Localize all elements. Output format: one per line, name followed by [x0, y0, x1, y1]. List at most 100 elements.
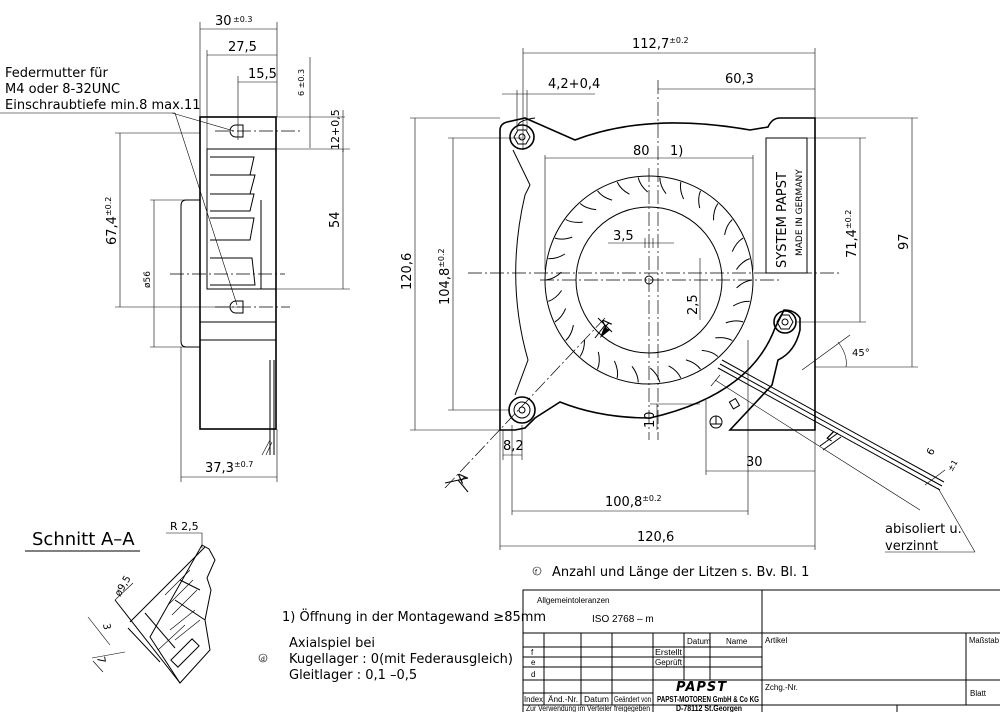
- dim-10: 10: [643, 411, 658, 428]
- section-dimension-lines: [87, 582, 134, 673]
- spring-nut-top: [215, 124, 300, 138]
- dim-104-8: 104,8±0.2: [437, 248, 453, 305]
- section-marker-bottom: A: [454, 470, 471, 487]
- dim-71-4: 71,4±0.2: [844, 210, 860, 258]
- note-line-2: M4 oder 8-32UNC: [5, 82, 120, 97]
- dim-30-cable: 30: [746, 455, 763, 470]
- impeller-blade: [631, 365, 639, 383]
- dim-100-8: 100,8±0.2: [605, 494, 662, 510]
- axial-line-2: Kugellager : 0(mit Federausgleich): [289, 652, 513, 667]
- impeller-blade: [735, 258, 750, 270]
- dim-6-value: 6: [297, 91, 306, 96]
- dim-80: 80: [633, 144, 650, 159]
- col-index: Index: [524, 695, 543, 704]
- dim-37-3-tol: ±0.7: [234, 460, 253, 469]
- section-hatching: [157, 569, 201, 651]
- dim-67-4-tol: ±0.2: [104, 197, 113, 216]
- wire-note-2: verzinnt: [885, 539, 938, 554]
- dim-71-4-tol: ±0.2: [844, 210, 853, 229]
- impeller-blade: [579, 339, 586, 357]
- fan-housing: [499, 117, 816, 431]
- freigabe: Zur Verwendung im Verteiler freigegeben: [526, 704, 650, 712]
- note-d-circle: [258, 653, 268, 663]
- dim-67-4: 67,4±0.2: [104, 197, 120, 245]
- impeller-blade: [712, 203, 719, 221]
- side-note: Federmutter für M4 oder 8-32UNC Einschra…: [0, 66, 238, 306]
- dim-100-8-tol: ±0.2: [642, 494, 661, 503]
- dim-120-6-horizontal: 120,6: [637, 530, 674, 545]
- impeller-blade: [554, 236, 573, 240]
- section-dim-3: 3: [100, 623, 112, 631]
- dim-2-5: 2,5: [686, 294, 701, 315]
- col-name: Name: [726, 637, 748, 646]
- ground-symbol: [709, 397, 741, 429]
- dim-54: 54: [328, 211, 343, 228]
- dim-112-7: 112,7±0.2: [632, 36, 689, 52]
- zchg-nr-label: Zchg.-Nr.: [765, 683, 798, 692]
- mounting-hole-bottom-left: [508, 396, 536, 424]
- note-line-3: Einschraubtiefe min.8 max.11: [5, 98, 201, 113]
- front-view: SYSTEM PAPST MADE IN GERMANY A A: [400, 36, 976, 554]
- note-f-text: Anzahl und Länge der Litzen s. Bv. Bl. 1: [552, 565, 809, 580]
- row-f: f: [531, 648, 534, 657]
- impeller-blade: [649, 367, 661, 383]
- dim-27-5: 27,5: [228, 40, 257, 55]
- section-dim-7: 7: [94, 655, 108, 664]
- impeller-blade: [732, 300, 750, 307]
- note-1-line: 1) Öffnung in der Montagewand≥85mm: [282, 608, 546, 625]
- label-made-in-germany: MADE IN GERMANY: [795, 169, 805, 256]
- dim-120-6-vertical: 120,6: [400, 253, 415, 290]
- dim-67-4-value: 67,4: [105, 216, 120, 245]
- artikel-label: Artikel: [765, 636, 787, 645]
- mounting-hole-top-left: [509, 124, 535, 150]
- dim-L: L: [824, 429, 838, 446]
- dim-97: 97: [897, 233, 912, 250]
- axial-line-3: Gleitlager : 0,1 –0,5: [289, 668, 417, 683]
- dim-30-tol: ±0.3: [233, 15, 252, 24]
- impeller-blade: [679, 181, 685, 200]
- dim-15-5: 15,5: [248, 67, 277, 82]
- hub-bulge: [180, 199, 200, 348]
- company-name: PAPST-MOTOREN GmbH & Co KG: [657, 695, 759, 704]
- impeller-blade: [724, 219, 733, 235]
- erstellt: Erstellt: [655, 648, 683, 657]
- impeller-blades: [545, 177, 753, 383]
- dim-12: 12+0,5: [329, 109, 342, 150]
- note-f-circle: [532, 566, 542, 576]
- section-body: [114, 544, 216, 684]
- col-aend-nr: Änd.-Nr.: [548, 695, 578, 704]
- mounting-hole-right: [773, 310, 797, 334]
- section-title: Schnitt A–A: [32, 529, 135, 550]
- impeller-blade: [736, 279, 753, 289]
- impeller-blade: [701, 349, 719, 357]
- impeller-blade: [613, 360, 619, 379]
- wire-note-1: abisoliert u.: [885, 522, 962, 537]
- col-geaendert-von: Geändert von: [614, 695, 651, 704]
- side-body: [199, 116, 277, 430]
- tolerances-value: ISO 2768 – m: [592, 614, 654, 625]
- row-d: d: [531, 670, 535, 679]
- massstab-label: Maßstab: [969, 636, 1000, 645]
- axial-line-1: Axialspiel bei: [289, 636, 375, 651]
- col-datum-2: Datum: [584, 695, 609, 704]
- outlet-opening: [206, 148, 277, 290]
- impeller-blade: [659, 177, 667, 195]
- impeller-blade: [548, 253, 566, 260]
- side-view: Federmutter für M4 oder 8-32UNC Einschra…: [0, 14, 350, 482]
- dim-100-8-value: 100,8: [605, 495, 642, 510]
- section-d9-5: ø9,5: [113, 574, 134, 599]
- front-dimension-lines: [410, 48, 976, 553]
- dim-112-7-tol: ±0.2: [669, 36, 688, 45]
- title-block: Allgemeintoleranzen ISO 2768 – m Datum N…: [522, 589, 1000, 712]
- impeller-blade: [731, 237, 744, 252]
- dim-wire-tol: ±1: [946, 458, 960, 473]
- dim-6: 6 ±0.3: [297, 69, 306, 96]
- section-r-2-5: R 2,5: [170, 520, 199, 533]
- geprueft: Geprüft: [655, 658, 683, 667]
- dim-60-3: 60,3: [725, 72, 754, 87]
- col-datum: Datum: [687, 637, 711, 646]
- impeller-blade: [668, 365, 682, 379]
- cable: [717, 359, 945, 491]
- notes: f Anzahl und Länge der Litzen s. Bv. Bl.…: [258, 565, 809, 683]
- row-e: e: [531, 658, 536, 667]
